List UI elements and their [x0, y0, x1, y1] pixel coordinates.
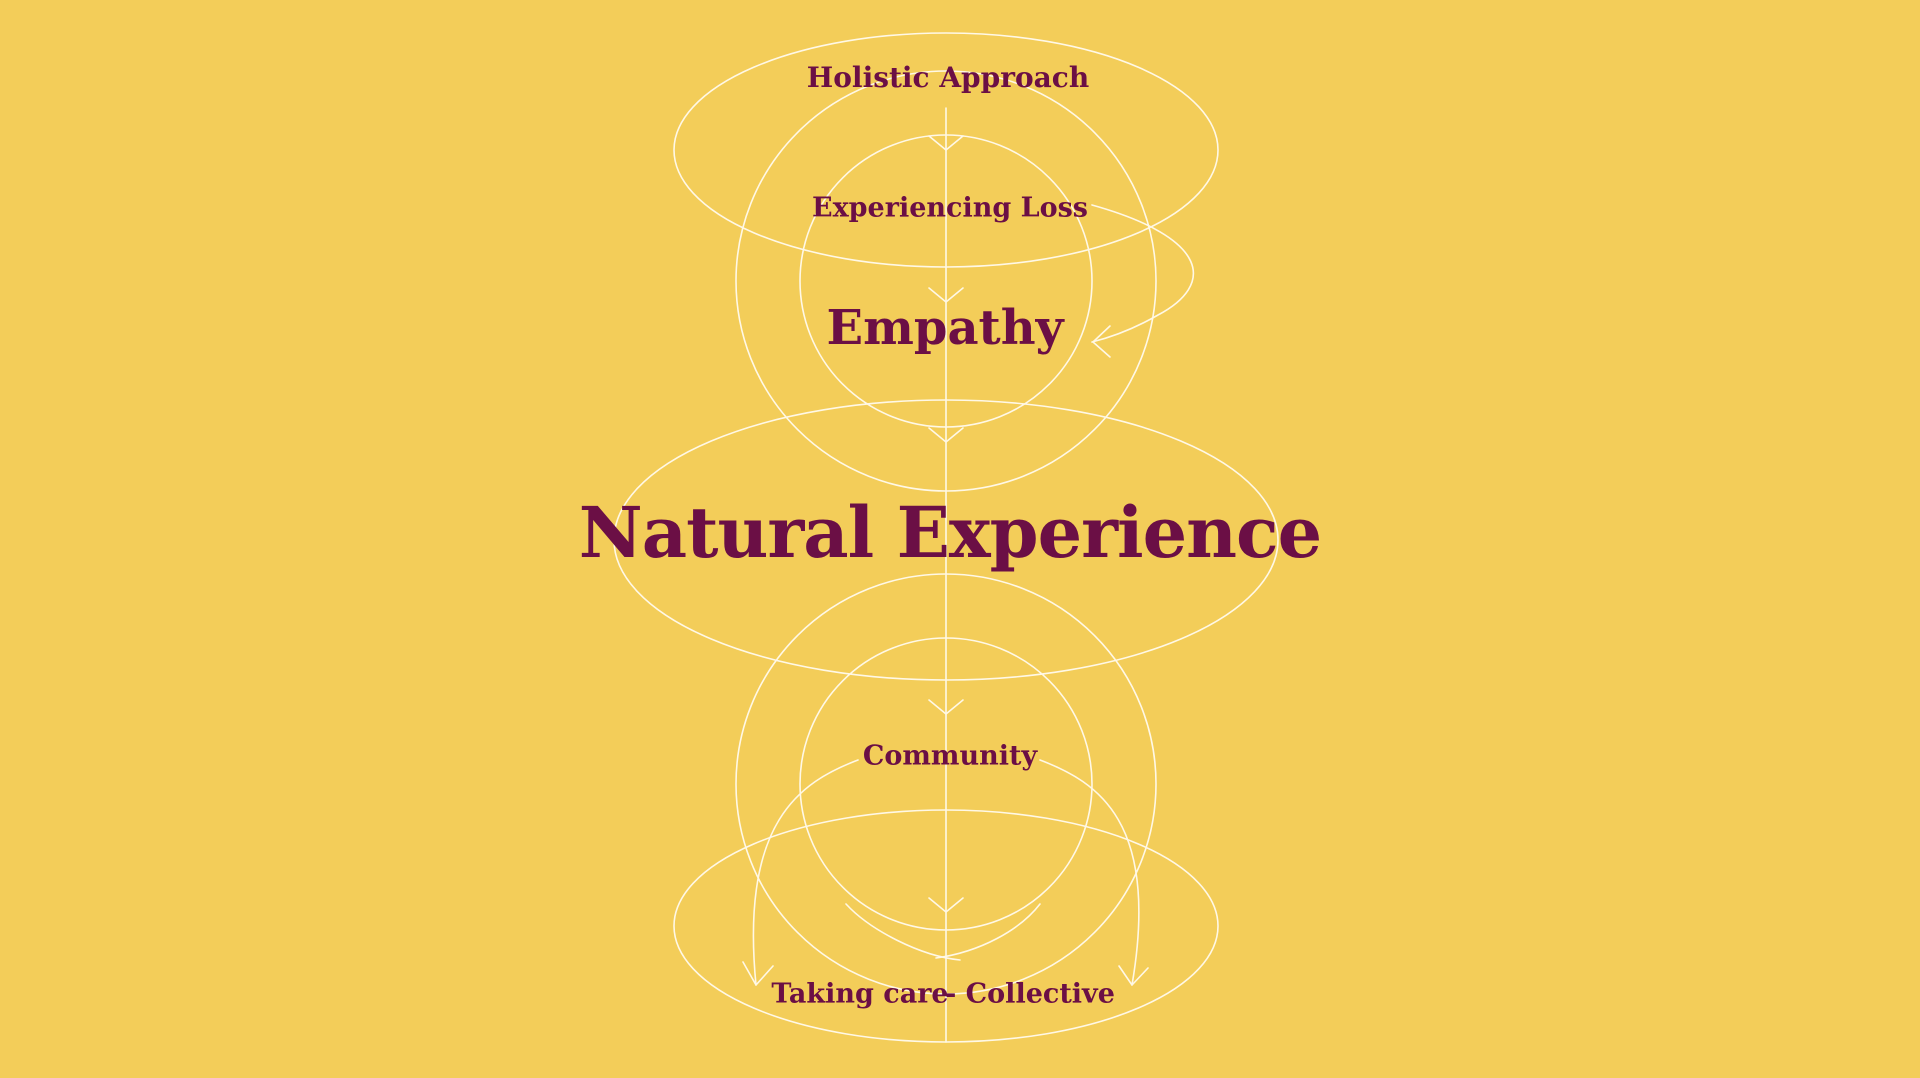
label-taking-care: Taking care: [771, 978, 949, 1010]
inner-sweep-right: [935, 903, 1041, 959]
chevron-down-icon: [928, 897, 964, 913]
label-holistic-approach: Holistic Approach: [806, 61, 1090, 94]
community-right-arrow: [1039, 759, 1140, 986]
chevron-down-icon: [928, 135, 964, 151]
inner-sweep-left: [845, 903, 961, 961]
chevron-down-icon: [928, 287, 964, 303]
label-empathy: Empathy: [826, 300, 1064, 356]
arrow-head-icon: [742, 961, 774, 986]
arrow-head-icon: [1092, 325, 1111, 358]
label-collective: - Collective: [945, 978, 1115, 1010]
arrow-head-icon: [1118, 965, 1149, 986]
community-left-arrow: [752, 759, 859, 986]
chevron-down-icon: [928, 699, 964, 715]
label-natural-experience: Natural Experience: [578, 491, 1322, 574]
label-experiencing-loss: Experiencing Loss: [811, 192, 1089, 224]
chevron-down-icon: [928, 427, 964, 443]
label-community: Community: [862, 740, 1038, 772]
loss-to-empathy-arrow: [1091, 204, 1195, 343]
